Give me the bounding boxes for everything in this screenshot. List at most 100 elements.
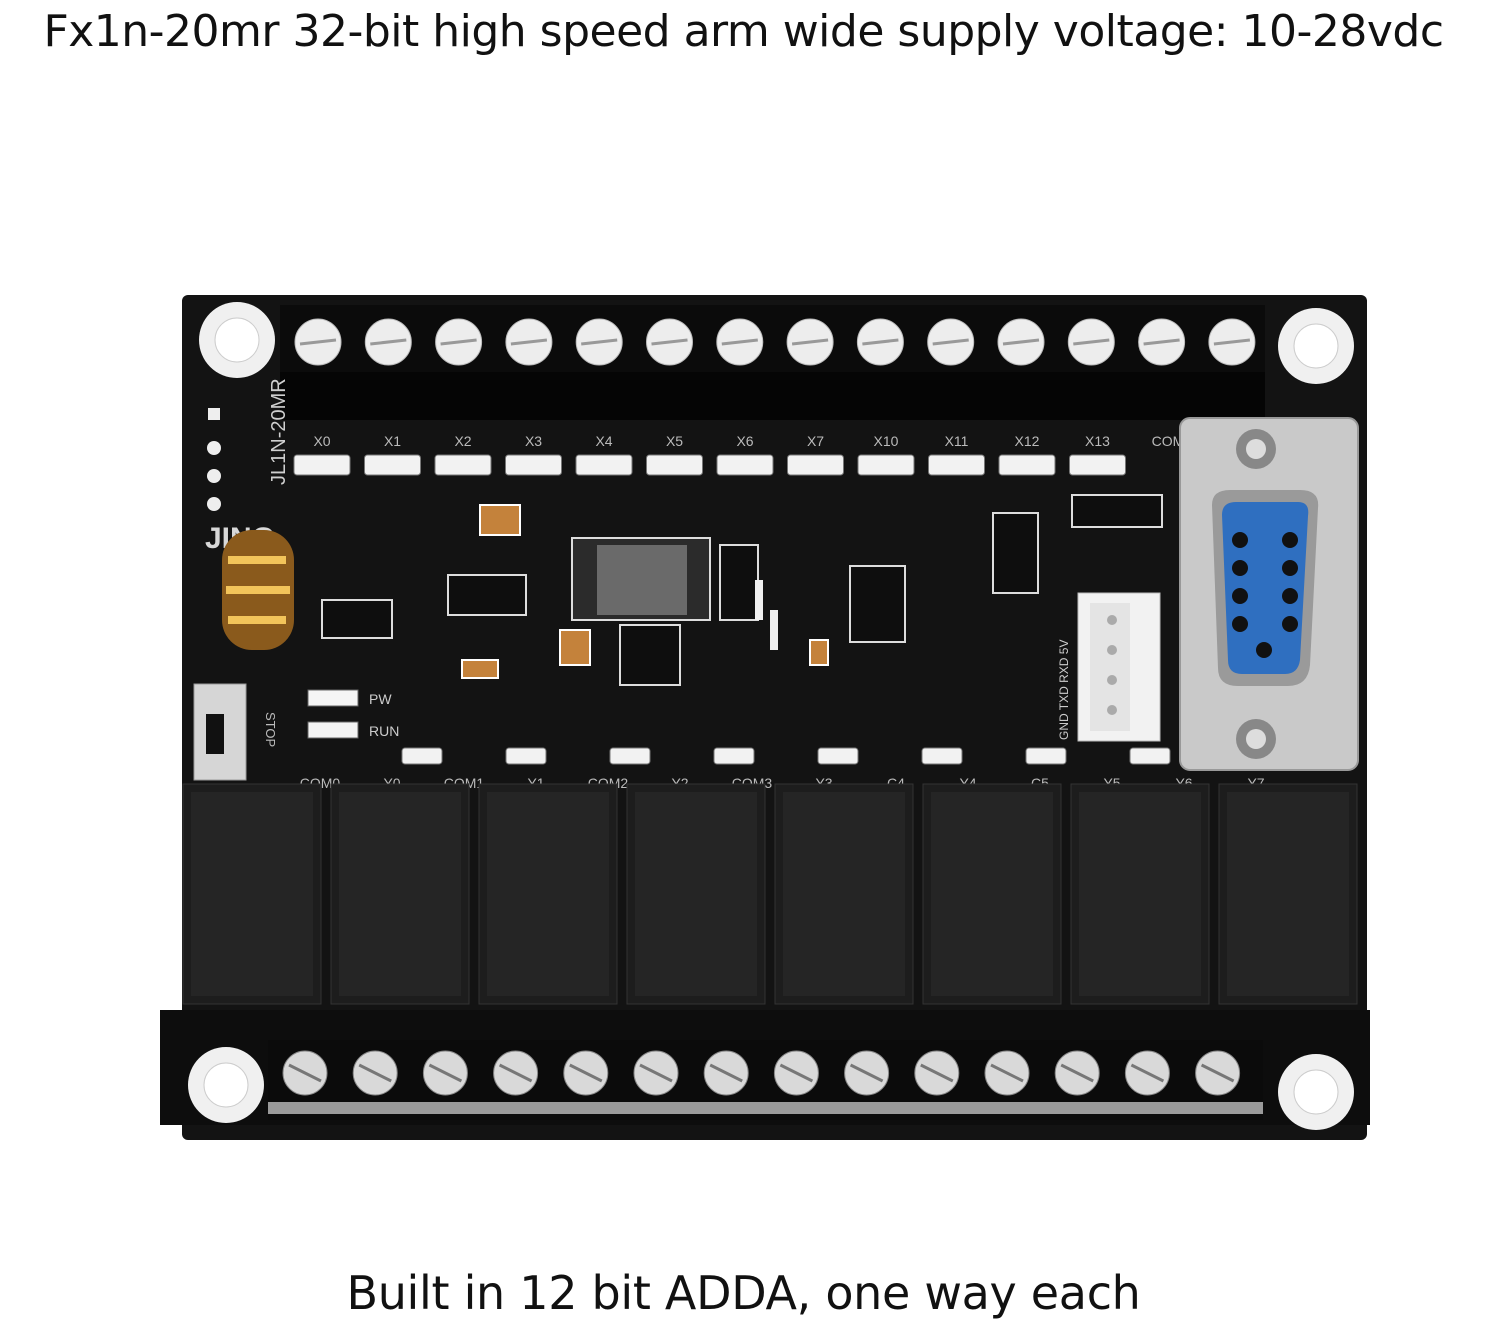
terminal-screw	[856, 318, 904, 366]
terminal-screw	[646, 318, 693, 366]
relay	[182, 783, 322, 1005]
input-led-row	[293, 454, 1126, 476]
top-screws	[294, 318, 1256, 366]
input-led	[998, 454, 1056, 476]
input-label: X3	[525, 433, 542, 449]
output-led	[401, 747, 443, 765]
board-model-text: JL1N-20MR	[268, 378, 290, 485]
relay	[1070, 783, 1210, 1005]
status-leds	[307, 689, 359, 739]
input-led	[787, 454, 844, 476]
input-led	[293, 454, 351, 476]
terminal-screw	[997, 318, 1045, 366]
relay	[478, 783, 618, 1005]
db9-pin	[1256, 642, 1272, 658]
input-led	[928, 454, 985, 476]
bottom-caption: Built in 12 bit ADDA, one way each	[346, 1266, 1141, 1320]
top-caption: Fx1n-20mr 32-bit high speed arm wide sup…	[43, 6, 1444, 57]
relay	[774, 783, 914, 1005]
input-led	[505, 454, 562, 476]
relay	[922, 783, 1062, 1005]
input-label: X4	[595, 433, 612, 449]
db9-pin	[1232, 616, 1248, 632]
relay	[626, 783, 766, 1005]
db9-pin	[1232, 588, 1248, 604]
input-label: COM	[1152, 433, 1185, 449]
terminal-screw	[703, 1050, 749, 1096]
output-led	[921, 747, 963, 765]
mounting-hole	[199, 302, 275, 378]
input-label: X13	[1085, 433, 1110, 449]
terminal-screw	[435, 318, 483, 366]
analog-pads	[207, 408, 221, 511]
mounting-hole	[1278, 1054, 1354, 1130]
input-label: X7	[807, 433, 824, 449]
terminal-screw	[1208, 318, 1256, 366]
ic-chip	[849, 565, 906, 643]
input-label: X2	[454, 433, 471, 449]
ic-chip	[992, 512, 1039, 594]
serial-header-connector	[1077, 592, 1161, 742]
ic-chip	[321, 599, 393, 639]
output-led	[1129, 747, 1171, 765]
input-label: X12	[1015, 433, 1040, 449]
inductor-coil	[222, 530, 294, 650]
smd-components	[461, 494, 1163, 686]
output-led	[505, 747, 547, 765]
input-led	[716, 454, 774, 476]
terminal-screw	[352, 1050, 398, 1096]
db9-serial-port	[1179, 417, 1359, 771]
terminal-screw	[786, 318, 834, 366]
terminal-screw	[1138, 318, 1186, 366]
terminal-screw	[505, 318, 553, 366]
db9-pin	[1282, 616, 1298, 632]
input-led	[857, 454, 915, 476]
run-stop-switch	[193, 683, 247, 781]
terminal-screw	[294, 318, 342, 366]
input-label: X10	[874, 433, 899, 449]
terminal-screw	[984, 1050, 1030, 1096]
output-led	[817, 747, 859, 765]
input-led	[434, 454, 492, 476]
run-led-label: RUN	[369, 723, 399, 739]
terminal-screw	[1195, 1050, 1241, 1096]
terminal-screw	[1067, 318, 1115, 366]
stop-label: STOP	[263, 712, 278, 747]
terminal-screw	[844, 1050, 890, 1096]
terminal-screw	[422, 1050, 468, 1096]
mounting-hole	[1278, 308, 1354, 384]
top-terminal-block	[280, 305, 1265, 420]
input-led	[646, 454, 703, 476]
terminal-screw	[282, 1050, 328, 1096]
db9-pin	[1282, 560, 1298, 576]
terminal-screw	[927, 318, 975, 366]
relay	[1218, 783, 1358, 1005]
input-label: X1	[384, 433, 401, 449]
terminal-screw	[716, 318, 764, 366]
db9-pin	[1282, 532, 1298, 548]
bottom-terminal-block	[268, 1040, 1263, 1120]
terminal-screw	[1054, 1050, 1100, 1096]
mounting-hole	[188, 1047, 264, 1123]
input-led	[575, 454, 633, 476]
input-label: X5	[666, 433, 683, 449]
relay	[330, 783, 470, 1005]
relay-row	[182, 783, 1358, 1005]
input-led	[364, 454, 421, 476]
ic-chip	[719, 544, 759, 621]
output-led	[609, 747, 651, 765]
serial-header-label: GND TXD RXD 5V	[1057, 640, 1071, 740]
power-inductor	[571, 537, 711, 621]
terminal-screw	[493, 1050, 539, 1096]
terminal-screw	[633, 1050, 679, 1096]
terminal-screw	[914, 1050, 960, 1096]
output-led	[713, 747, 755, 765]
db9-pin	[1232, 560, 1248, 576]
output-led	[1025, 747, 1067, 765]
ic-chip	[447, 574, 527, 616]
db9-pin	[1282, 588, 1298, 604]
db9-pin	[1232, 532, 1248, 548]
input-label: X0	[313, 433, 330, 449]
